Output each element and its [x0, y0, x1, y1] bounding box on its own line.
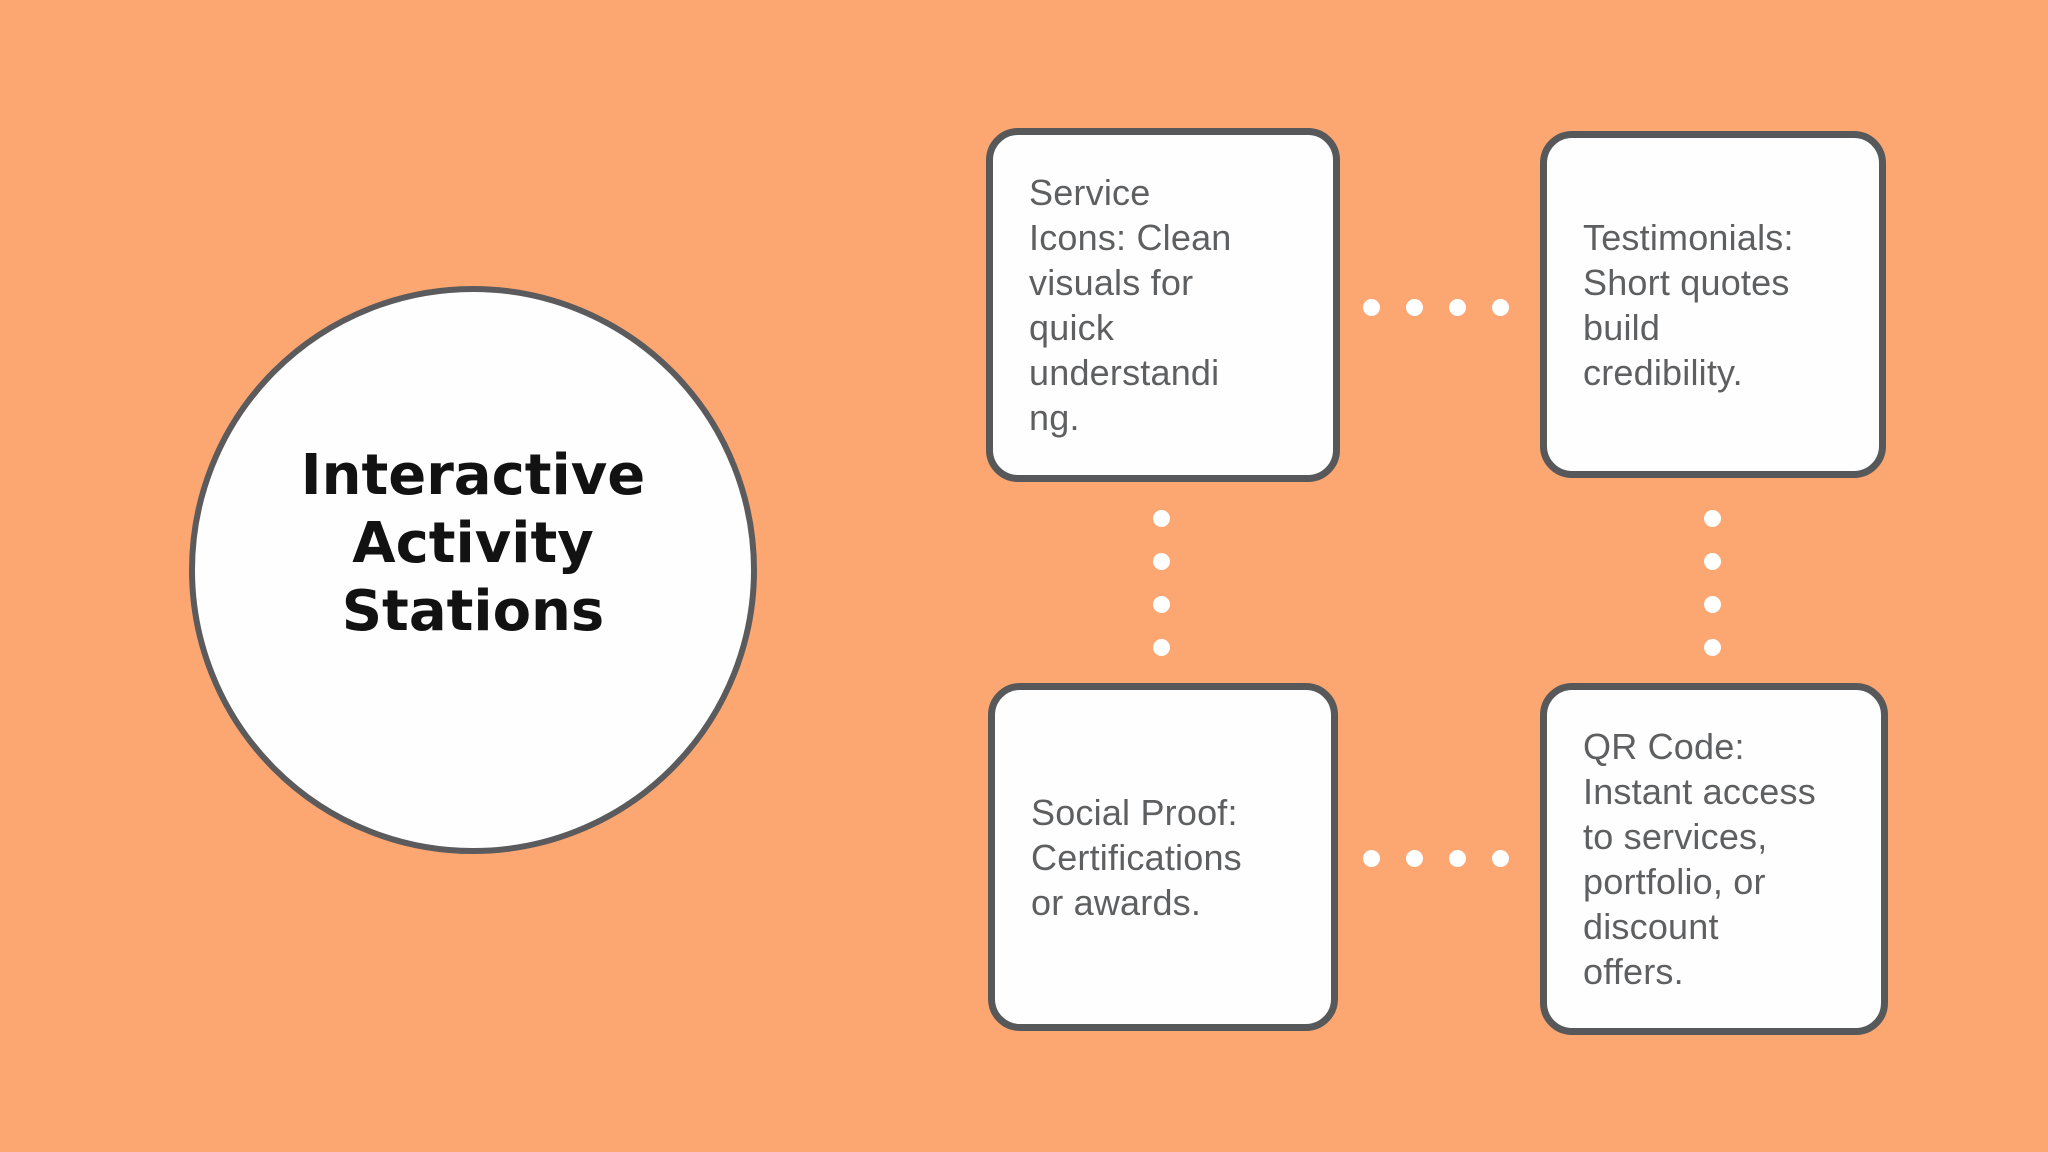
card-testimonials: Testimonials: Short quotes build credibi…	[1540, 131, 1886, 478]
connector-dots-left-vertical	[1153, 510, 1170, 656]
connector-dot	[1363, 850, 1380, 867]
connector-dot	[1153, 553, 1170, 570]
connector-dot	[1492, 850, 1509, 867]
card-qr-code: QR Code: Instant access to services, por…	[1540, 683, 1888, 1035]
connector-dot	[1704, 553, 1721, 570]
connector-dots-top-horizontal	[1363, 299, 1509, 316]
connector-dot	[1704, 510, 1721, 527]
connector-dot	[1449, 299, 1466, 316]
connector-dot	[1153, 639, 1170, 656]
central-topic-node: Interactive Activity Stations	[189, 286, 757, 854]
central-topic-title: Interactive Activity Stations	[300, 443, 646, 644]
card-service-icons-text: Service Icons: Clean visuals for quick u…	[1029, 172, 1232, 438]
connector-dot	[1406, 299, 1423, 316]
connector-dots-right-vertical	[1704, 510, 1721, 656]
card-social-proof: Social Proof: Certifications or awards.	[988, 683, 1338, 1031]
connector-dot	[1449, 850, 1466, 867]
connector-dot	[1153, 596, 1170, 613]
connector-dot	[1492, 299, 1509, 316]
connector-dot	[1704, 596, 1721, 613]
card-service-icons: Service Icons: Clean visuals for quick u…	[986, 128, 1340, 482]
connector-dot	[1704, 639, 1721, 656]
card-qr-code-text: QR Code: Instant access to services, por…	[1583, 726, 1816, 992]
connector-dot	[1363, 299, 1380, 316]
connector-dot	[1153, 510, 1170, 527]
card-social-proof-text: Social Proof: Certifications or awards.	[1031, 791, 1242, 923]
connector-dot	[1406, 850, 1423, 867]
card-testimonials-text: Testimonials: Short quotes build credibi…	[1583, 216, 1794, 393]
connector-dots-bottom-horizontal	[1363, 850, 1509, 867]
